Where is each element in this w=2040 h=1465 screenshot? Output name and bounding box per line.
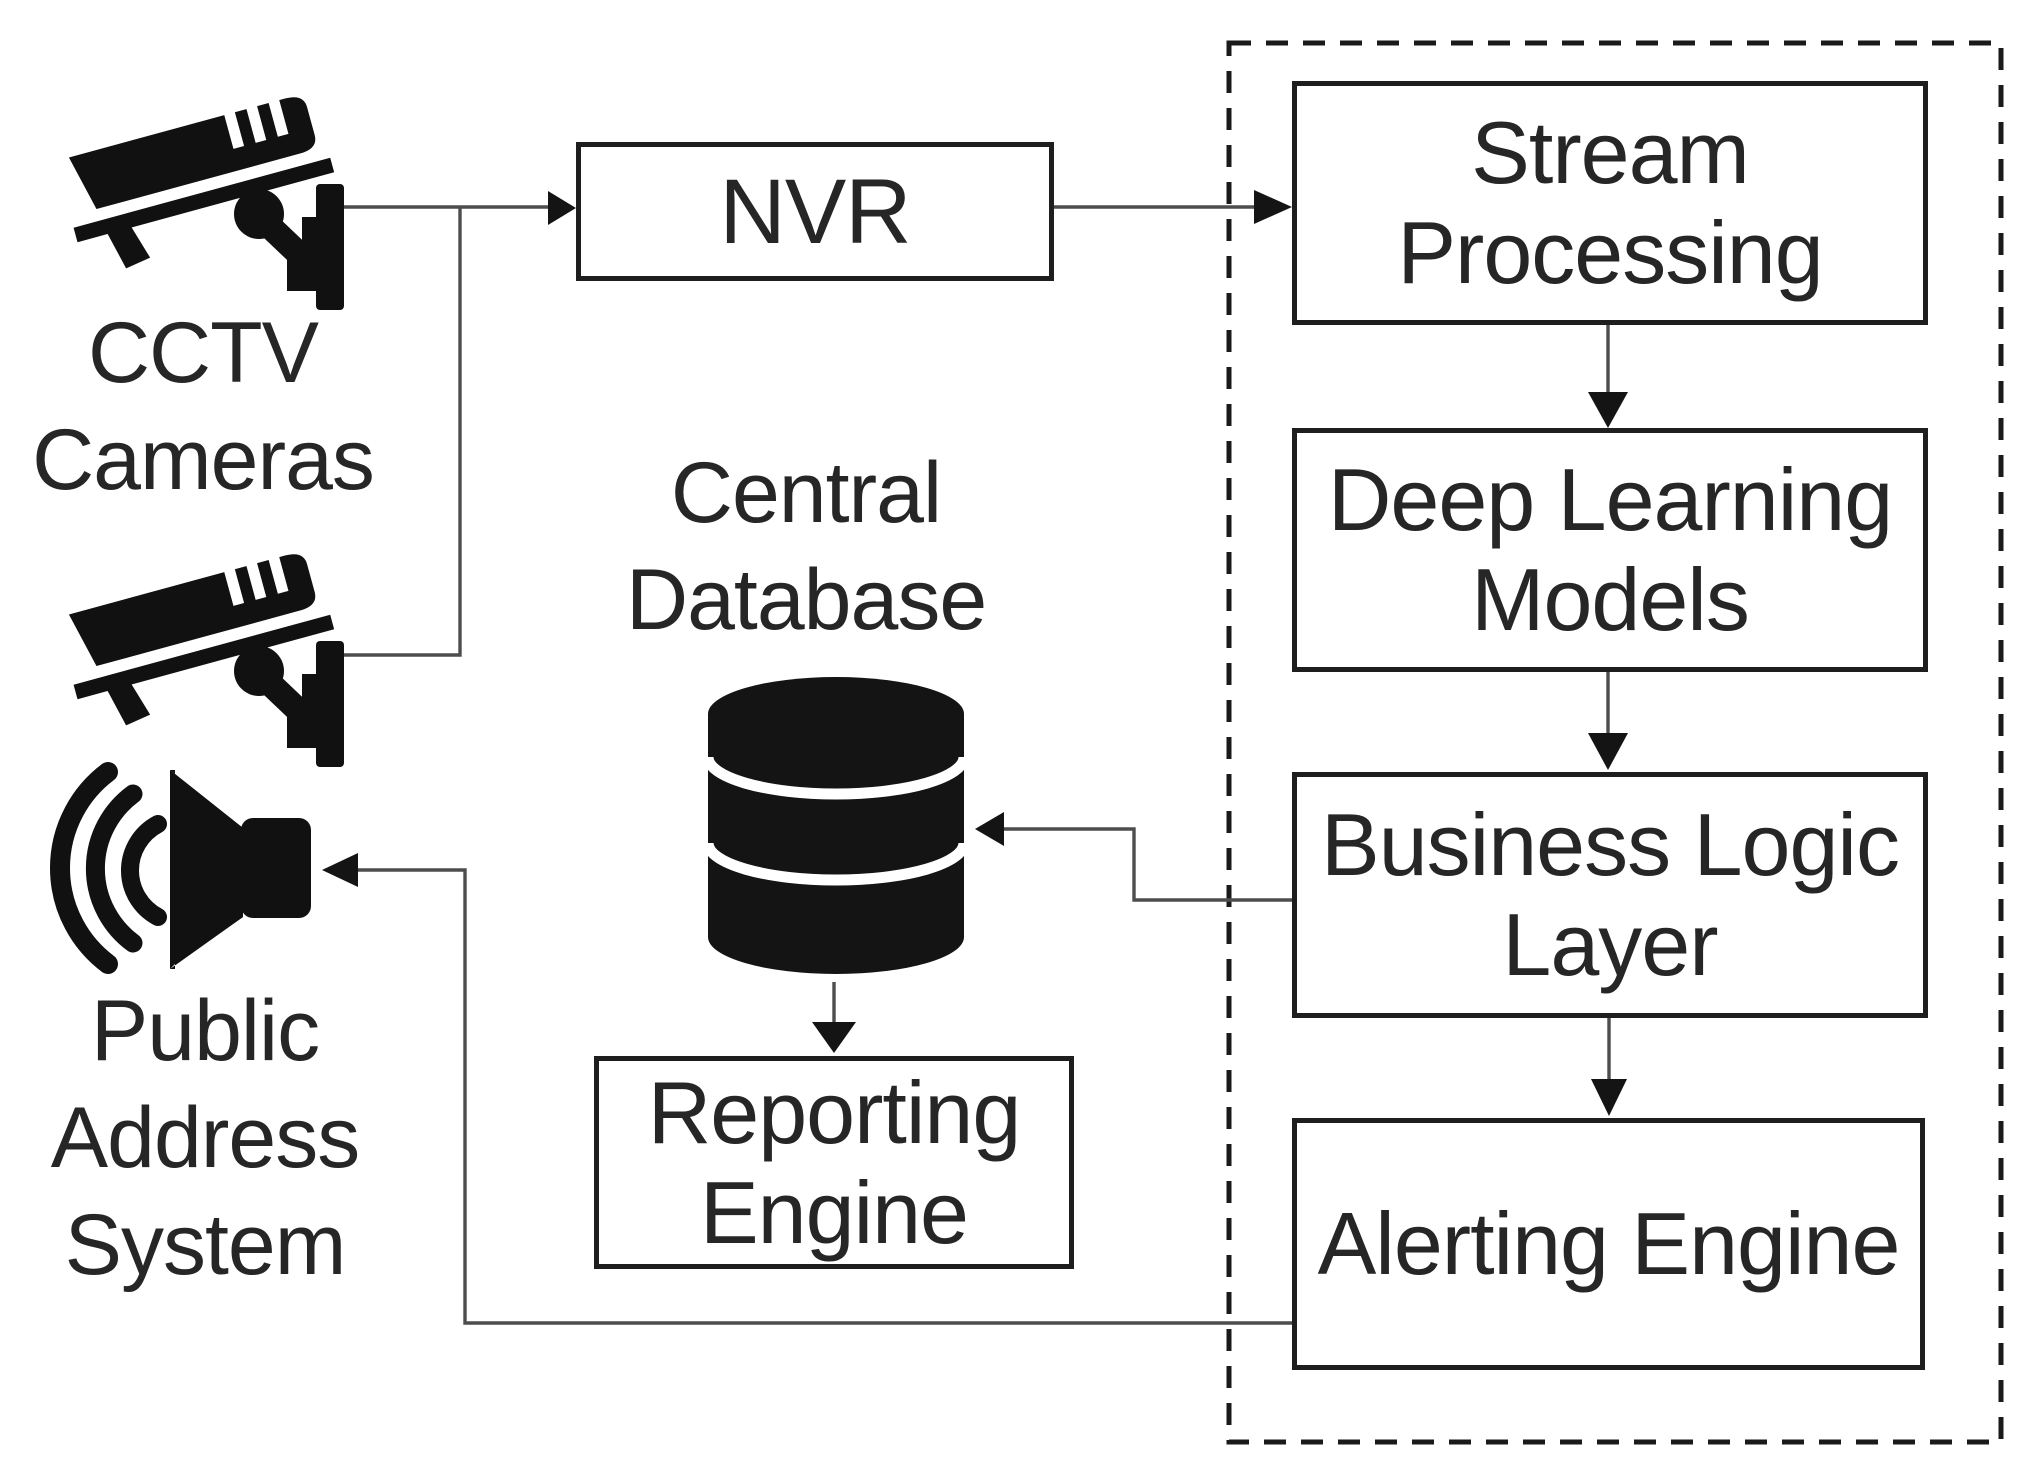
node-stream-processing: Stream Processing bbox=[1292, 81, 1928, 325]
database-cylinder-icon bbox=[708, 677, 964, 974]
node-alerting-engine-label: Alerting Engine bbox=[1317, 1194, 1901, 1293]
arrowhead-into-reporting bbox=[812, 1022, 856, 1053]
node-deep-learning-models: Deep Learning Models bbox=[1292, 428, 1928, 672]
node-deep-learning-models-label: Deep Learning Models bbox=[1327, 450, 1893, 649]
label-central-database: Central Database bbox=[626, 445, 987, 648]
arrowhead-into-speaker bbox=[322, 853, 358, 887]
arrowheads bbox=[322, 190, 1628, 1116]
node-nvr: NVR bbox=[576, 142, 1054, 281]
arrowhead-into-stream-processing bbox=[1254, 190, 1292, 224]
node-business-logic-layer-label: Business Logic Layer bbox=[1321, 795, 1900, 994]
arrowhead-into-alerting bbox=[1591, 1079, 1627, 1116]
node-stream-processing-label: Stream Processing bbox=[1397, 103, 1823, 302]
cctv-camera-icon bbox=[55, 88, 345, 310]
connector-lines bbox=[338, 205, 1611, 1325]
analytics-platform-dashed-container bbox=[1226, 40, 2004, 1445]
edge-business-logic-to-database bbox=[1004, 827, 1292, 902]
node-reporting-engine-label: Reporting Engine bbox=[647, 1062, 1022, 1262]
arrowhead-into-database bbox=[975, 812, 1004, 846]
node-reporting-engine: Reporting Engine bbox=[594, 1056, 1074, 1269]
label-cctv-cameras: CCTV Cameras bbox=[32, 305, 375, 508]
node-business-logic-layer: Business Logic Layer bbox=[1292, 772, 1928, 1018]
edge-camera2-junction bbox=[338, 207, 462, 657]
arrowhead-into-nvr bbox=[548, 191, 576, 225]
node-nvr-label: NVR bbox=[719, 160, 911, 263]
loudspeaker-icon bbox=[60, 770, 311, 969]
node-alerting-engine: Alerting Engine bbox=[1292, 1118, 1925, 1370]
arrowhead-into-deep-learning bbox=[1588, 392, 1628, 428]
arrowhead-into-business-logic bbox=[1588, 733, 1628, 770]
edge-alerting-to-public-address bbox=[356, 868, 1292, 1325]
label-public-address-system: Public Address System bbox=[50, 983, 361, 1293]
cctv-camera-icon bbox=[55, 545, 345, 767]
